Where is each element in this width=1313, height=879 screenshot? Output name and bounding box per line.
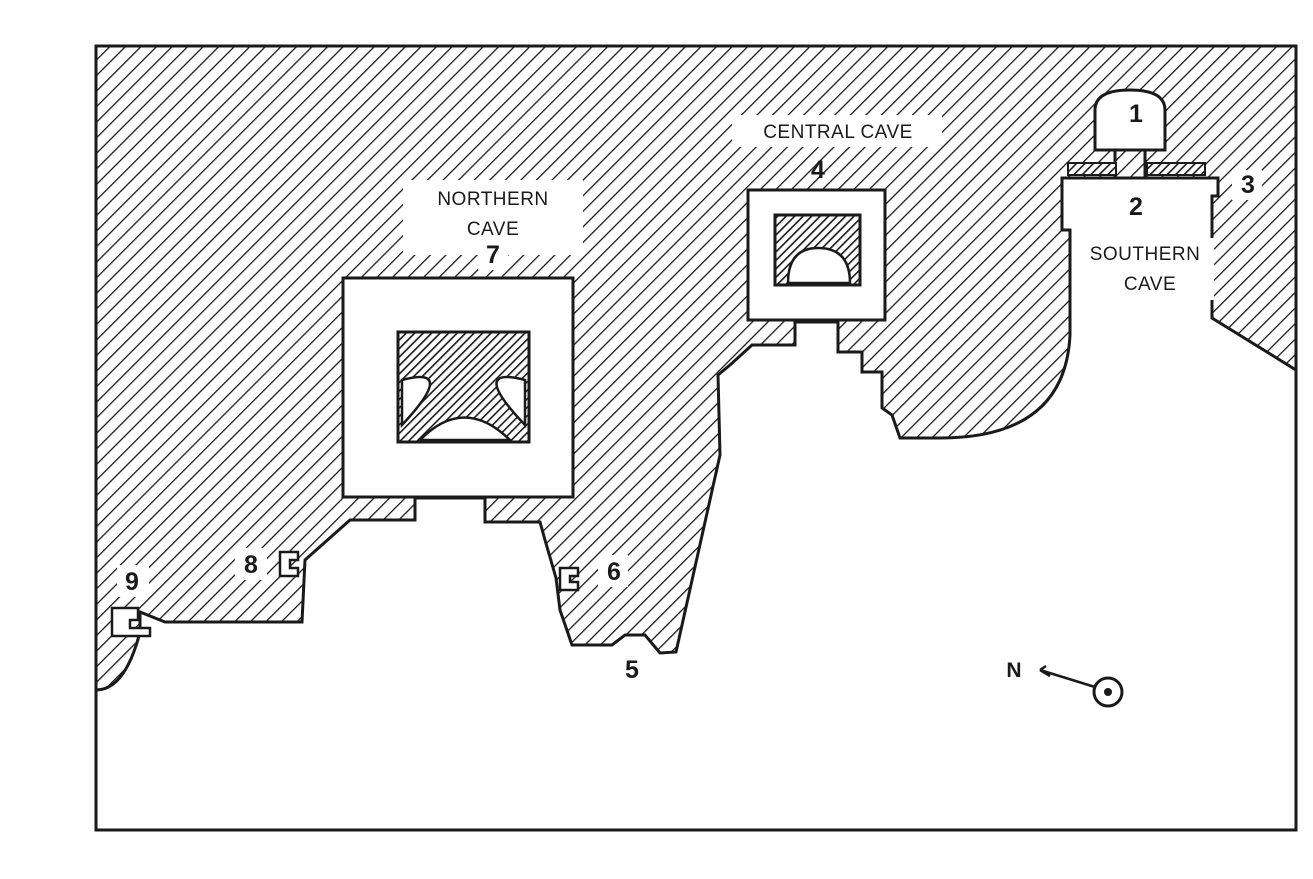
southern-cave-chamber-1	[1093, 88, 1167, 152]
number-label-7-bg	[478, 240, 508, 270]
number-label-8: 8	[244, 551, 258, 579]
northern-cave-label-line1: NORTHERN	[437, 189, 548, 210]
niche-8	[278, 550, 300, 578]
northern-cave-label-line2: CAVE	[467, 219, 519, 240]
north-letter: N	[1006, 659, 1021, 682]
number-label-9-bg	[117, 565, 149, 597]
central-cave-label-bg	[732, 115, 942, 147]
southern-cave-label-line2: CAVE	[1124, 274, 1176, 295]
central-cave-shrine-arch	[786, 246, 852, 285]
number-label-5: 5	[625, 656, 639, 684]
central-cave-label: CENTRAL CAVE	[763, 122, 913, 143]
number-label-2: 2	[1129, 193, 1143, 221]
number-label-1: 1	[1129, 100, 1143, 128]
southern-cave-pillar-left	[1067, 162, 1117, 176]
compass-dot-icon	[1104, 688, 1112, 696]
number-label-8-bg	[235, 548, 267, 580]
niche-9	[110, 606, 152, 638]
number-label-9: 9	[125, 568, 139, 596]
number-label-3-bg	[1232, 170, 1262, 200]
southern-cave-pillar-right	[1146, 162, 1206, 176]
southern-cave-label-line1: SOUTHERN	[1090, 244, 1201, 265]
northern-cave-shrine-void	[400, 375, 527, 442]
number-label-7: 7	[486, 241, 500, 269]
number-label-3: 3	[1241, 171, 1255, 199]
compass-arrow-icon	[1039, 664, 1096, 689]
niche-6	[558, 566, 580, 592]
north-compass: N	[1006, 659, 1124, 708]
plan-frame	[94, 44, 1298, 832]
number-label-6-bg	[598, 555, 628, 587]
number-label-4: 4	[811, 156, 825, 184]
number-label-6: 6	[607, 558, 621, 586]
southern-cave-label-bg	[1076, 238, 1214, 300]
